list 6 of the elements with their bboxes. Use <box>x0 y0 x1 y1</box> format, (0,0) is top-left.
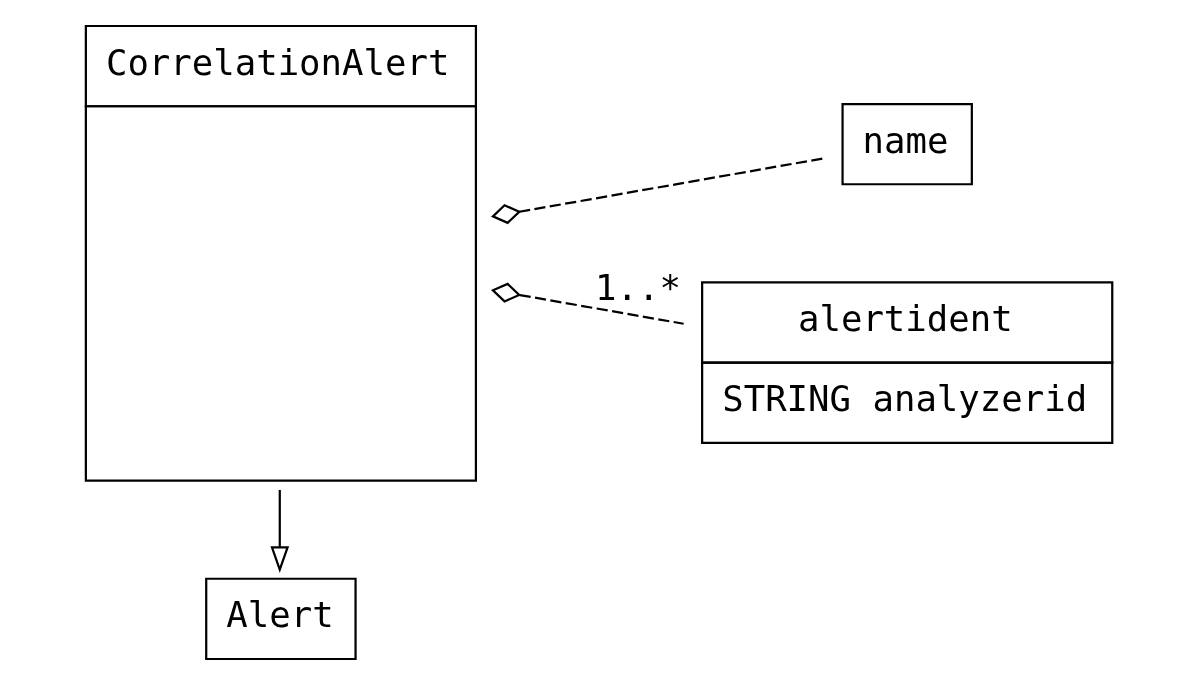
arrow <box>269 489 289 573</box>
node-box: Alert <box>204 577 357 661</box>
connector <box>490 282 684 325</box>
edge-label: 1..* <box>594 267 681 309</box>
node-box: name <box>840 102 973 186</box>
connector <box>490 157 825 225</box>
